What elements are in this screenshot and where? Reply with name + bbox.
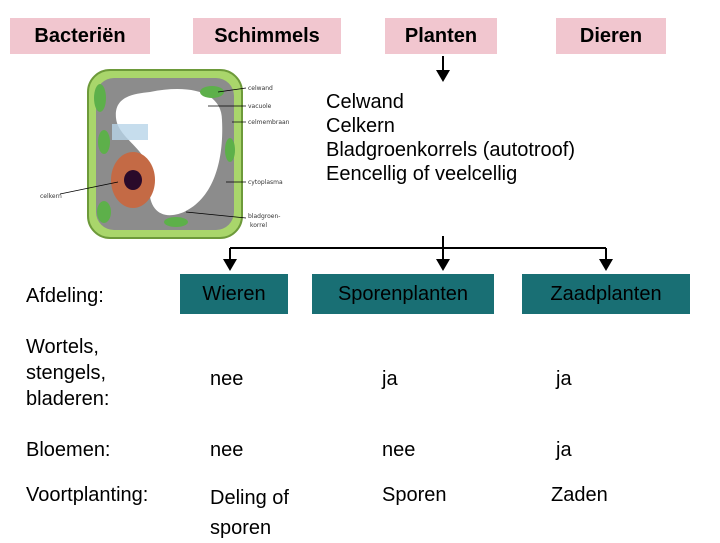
chloroplast-5: [164, 217, 188, 227]
cell-voortplanting-zaadplanten: Zaden: [551, 484, 608, 506]
label-bladgroen-1: bladgroen-: [248, 213, 280, 220]
organelle-blue: [112, 124, 148, 140]
cell-bloemen-zaadplanten: ja: [556, 439, 572, 461]
division-wieren: Wieren: [180, 274, 288, 314]
category-schimmels: Schimmels: [193, 18, 341, 54]
chloroplast-1: [94, 84, 106, 112]
division-zaadplanten-label: Zaadplanten: [550, 282, 662, 305]
arrow-planten-to-features: [436, 56, 450, 82]
nucleolus: [124, 170, 142, 190]
category-dieren: Dieren: [556, 18, 666, 54]
row-label-voortplanting: Voortplanting:: [26, 484, 149, 506]
row-label-bloemen: Bloemen:: [26, 439, 111, 461]
cell-wortels-wieren: nee: [210, 368, 244, 390]
branch-connector: [223, 236, 613, 271]
row-label-line: Wortels,: [26, 336, 99, 358]
division-zaadplanten: Zaadplanten: [522, 274, 690, 314]
cell-wortels-sporenplanten: ja: [382, 368, 398, 390]
category-bacterien-label: Bacteriën: [34, 24, 126, 47]
division-sporenplanten-label: Sporenplanten: [337, 282, 469, 305]
label-celkern: celkern: [40, 193, 62, 200]
chloroplast-4: [98, 130, 110, 154]
chloroplast-3: [225, 138, 235, 162]
plant-features-list: Celwand Celkern Bladgroenkorrels (autotr…: [326, 90, 575, 186]
cell-line: Deling of: [210, 487, 289, 509]
cell-bloemen-sporenplanten: nee: [382, 439, 416, 461]
row-label-line: bladeren:: [26, 388, 110, 410]
label-vacuole: vacuole: [248, 103, 272, 110]
cell-line: sporen: [210, 517, 272, 539]
row-label-line: stengels,: [26, 362, 107, 384]
category-planten-label: Planten: [404, 24, 478, 47]
category-schimmels-label: Schimmels: [214, 24, 320, 47]
feature-item: Celwand: [326, 91, 404, 113]
plant-cell-illustration: celwand vacuole celmembraan cytoplasma c…: [40, 69, 290, 239]
afdeling-label: Afdeling:: [26, 285, 104, 307]
chloroplast-6: [97, 201, 111, 223]
division-wieren-label: Wieren: [202, 282, 266, 305]
cell-voortplanting-sporenplanten: Sporen: [382, 484, 447, 506]
feature-item: Celkern: [326, 115, 395, 137]
category-bacterien: Bacteriën: [10, 18, 150, 54]
row-label-wortels: Wortels, stengels, bladeren:: [26, 334, 109, 412]
feature-item: Bladgroenkorrels (autotroof): [326, 139, 576, 161]
category-planten: Planten: [385, 18, 497, 54]
label-celwand: celwand: [248, 85, 273, 92]
category-dieren-label: Dieren: [579, 24, 643, 47]
feature-item: Eencellig of veelcellig: [326, 163, 518, 185]
label-bladgroen-2: korrel: [250, 222, 267, 229]
vacuole-shape: [115, 89, 223, 216]
division-sporenplanten: Sporenplanten: [312, 274, 494, 314]
cell-voortplanting-wieren: Deling of sporen: [210, 483, 289, 543]
chloroplast-2: [200, 86, 224, 98]
cell-wortels-zaadplanten: ja: [556, 368, 572, 390]
label-cytoplasma: cytoplasma: [248, 179, 283, 186]
label-celmembraan: celmembraan: [248, 119, 290, 126]
cell-bloemen-wieren: nee: [210, 439, 244, 461]
